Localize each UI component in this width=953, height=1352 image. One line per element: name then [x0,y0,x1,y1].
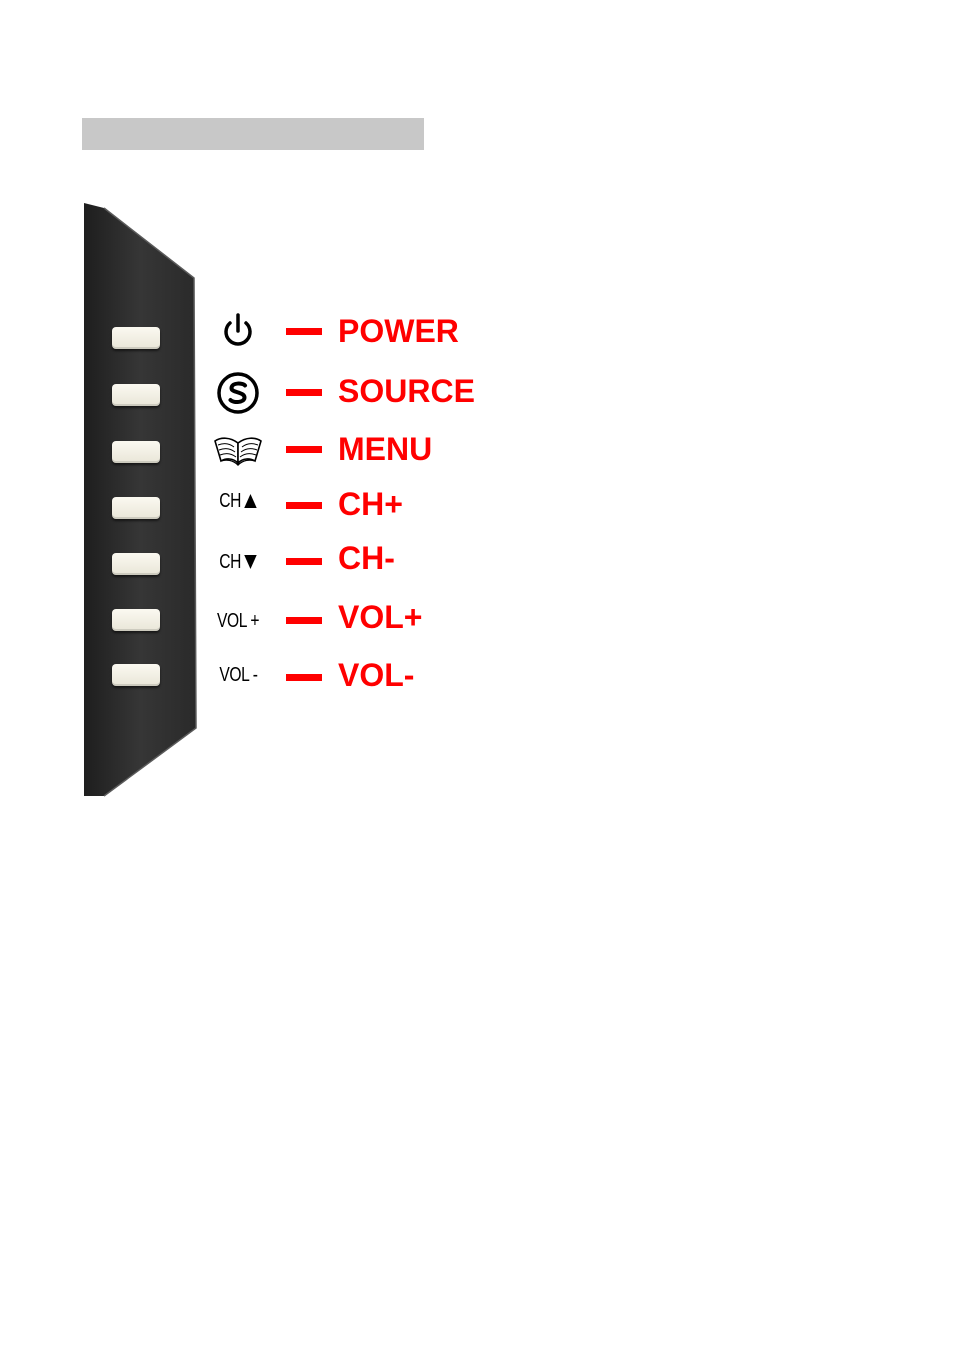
ch-up-label: CH+ [338,484,403,524]
ch-up-glyph: CH [206,481,270,521]
ch-down-glyph: CH [206,542,270,582]
open-book-icon [206,431,270,471]
vol-down-pointer-line [286,674,322,681]
vol-down-glyph-text: VOL - [219,664,257,687]
ch-up-button[interactable] [112,497,160,519]
triangle-up-icon [244,494,256,508]
vol-up-glyph: VOL + [206,601,270,641]
vol-down-glyph: VOL - [206,655,270,695]
triangle-down-icon [244,555,256,569]
power-icon [206,311,270,351]
power-label: POWER [338,311,459,351]
ch-up-glyph-text: CH [219,490,241,513]
vol-up-pointer-line [286,617,322,624]
ch-down-glyph-text: CH [219,551,241,574]
menu-label: MENU [338,429,432,469]
vol-down-button[interactable] [112,664,160,686]
ch-up-pointer-line [286,502,322,509]
vol-up-glyph-text: VOL + [217,610,259,633]
power-pointer-line [286,328,322,335]
menu-pointer-line [286,446,322,453]
ch-down-pointer-line [286,558,322,565]
source-button[interactable] [112,384,160,406]
vol-down-label: VOL- [338,655,414,695]
source-label: SOURCE [338,371,475,411]
source-pointer-line [286,389,322,396]
vol-up-button[interactable] [112,609,160,631]
menu-button[interactable] [112,441,160,463]
source-s-icon [206,373,270,413]
vol-up-label: VOL+ [338,597,422,637]
power-button[interactable] [112,327,160,349]
header-bar [82,118,424,150]
ch-down-label: CH- [338,538,395,578]
ch-down-button[interactable] [112,553,160,575]
